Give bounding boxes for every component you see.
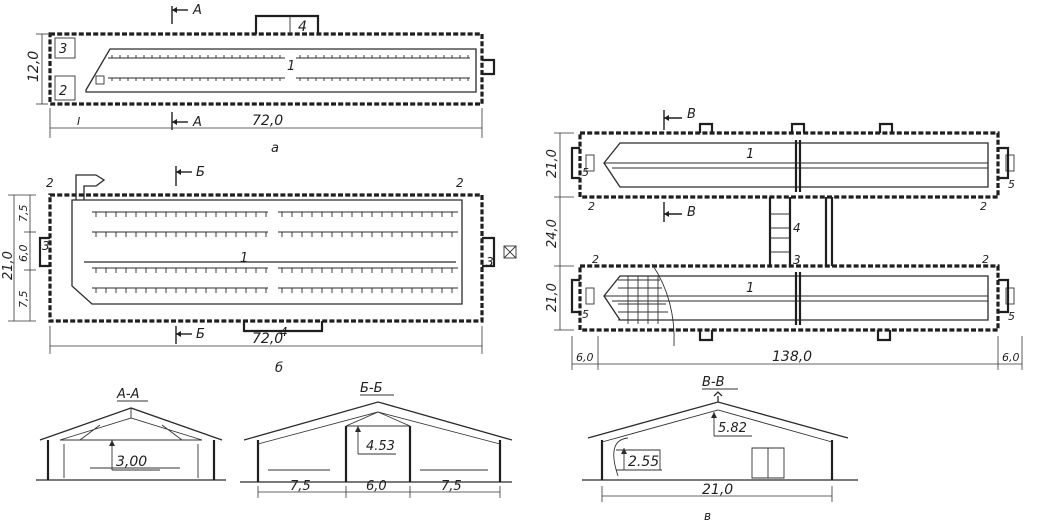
plan-v-dim-bottom: 21,0 [545, 283, 560, 312]
plan-a-feeder-rows [108, 55, 470, 81]
section-vv-span: 21,0 [702, 482, 733, 498]
plan-b-label-4: 4 [280, 325, 288, 339]
section-vv-height-inner: 2.55 [628, 454, 659, 470]
plan-b-mark-bottom: Б [196, 327, 205, 342]
plan-a-room-2 [54, 75, 76, 101]
plan-a-caption: а [271, 141, 279, 156]
plan-v-length-dim: 138,0 [772, 349, 812, 365]
plan-a-length-dim: 72,0 [252, 113, 283, 129]
section-bb-title: Б-Б [360, 381, 383, 396]
plan-v-label-2d: 2 [982, 253, 989, 266]
section-aa-height: 3,00 [116, 454, 147, 470]
plan-a-section-marks [171, 6, 188, 130]
plan-a-label-2: 2 [59, 84, 67, 99]
plan-v-label-2b: 2 [980, 200, 987, 213]
plan-b-section-marks [175, 166, 192, 344]
section-aa-title: А-А [116, 387, 139, 402]
plan-b-right-box [503, 245, 517, 259]
section-bb-walls [256, 440, 502, 482]
plan-v-top-building [578, 131, 1000, 199]
section-bb-span-1: 7,5 [290, 479, 311, 494]
section-bb-columns [344, 426, 412, 482]
plan-a-label-1: 1 [287, 59, 295, 74]
plan-b-length-dim: 72,0 [252, 331, 283, 347]
section-bb-height: 4.53 [366, 439, 395, 454]
plan-v-dim-gap: 24,0 [545, 219, 560, 248]
section-aa: А-А 3,00 [36, 387, 226, 481]
plan-b-label-3-left: 3 [42, 239, 50, 253]
plan-b: Б Б 2 2 3 3 1 4 21,0 7,5 6,0 7,5 72,0 б [1, 165, 517, 376]
section-bb-span-3: 7,5 [441, 479, 462, 494]
plan-v: В В 1 1 2 2 2 2 5 5 5 5 4 3 21,0 24,0 21… [545, 107, 1023, 370]
plan-b-mark-top: Б [196, 165, 205, 180]
plan-v-label-4: 4 [793, 221, 801, 235]
plan-v-label-3: 3 [793, 253, 801, 267]
plan-v-label-5a: 5 [582, 166, 589, 179]
plan-v-dim-top: 21,0 [545, 149, 560, 178]
plan-v-label-1-bottom: 1 [746, 281, 754, 296]
plan-a-right-stub [482, 58, 496, 76]
plan-a: А А 4 1 3 2 I 12,0 72,0 а [26, 3, 496, 156]
plan-v-end-dim-left: 6,0 [576, 351, 594, 364]
section-vv-caption: в [704, 509, 711, 523]
plan-a-conveyor-loop [85, 48, 477, 93]
plan-v-label-2a: 2 [588, 200, 595, 213]
plan-b-conveyor-loop [71, 199, 463, 305]
plan-v-section-marks [663, 110, 682, 222]
plan-v-label-1-top: 1 [746, 147, 754, 162]
plan-b-caption: б [275, 361, 283, 376]
plan-a-mark-bottom: А [192, 115, 202, 130]
plan-b-entrance [242, 321, 324, 333]
plan-a-room-3 [54, 37, 76, 59]
plan-b-width-bottom: 7,5 [17, 291, 30, 309]
plan-b-label-1: 1 [240, 251, 248, 266]
section-bb-roof [243, 401, 513, 441]
plan-v-gallery [768, 197, 834, 266]
plan-a-width-dim: 12,0 [26, 51, 42, 82]
section-bb-span-2: 6,0 [366, 479, 387, 494]
plan-b-label-2-right: 2 [456, 176, 464, 190]
section-vv-title: В-В [702, 375, 725, 390]
plan-b-outline [48, 193, 484, 323]
plan-a-box [95, 75, 105, 85]
section-vv-walls [600, 440, 834, 480]
plan-b-width-mid: 6,0 [17, 245, 30, 263]
plan-a-label-4: 4 [298, 19, 307, 35]
plan-v-label-5b: 5 [1008, 178, 1015, 191]
plan-v-end-dim-right: 6,0 [1002, 351, 1020, 364]
plan-a-label-tick: I [77, 115, 80, 128]
plan-a-outline [48, 32, 484, 106]
plan-a-label-3: 3 [59, 42, 67, 57]
plan-b-feeder-rows [92, 211, 458, 293]
plan-b-label-3-right: 3 [486, 255, 494, 269]
plan-v-label-5d: 5 [1008, 310, 1015, 323]
plan-b-width-top: 7,5 [17, 205, 30, 223]
plan-b-feed-pipe [75, 174, 106, 200]
plan-b-left-vestibule [38, 236, 50, 268]
plan-b-width-total: 21,0 [1, 251, 16, 280]
section-vv: В-В 2.55 5.82 21,0 в [582, 375, 858, 523]
plan-a-entrance [254, 14, 320, 34]
plan-v-label-5c: 5 [582, 308, 589, 321]
section-vv-vent [713, 391, 723, 402]
plan-b-label-2-left: 2 [46, 176, 54, 190]
plan-v-cage-grid [618, 263, 675, 347]
section-bb: Б-Б 4.53 7,5 6,0 7,5 [240, 381, 513, 498]
plan-v-mark-bottom: В [687, 205, 696, 220]
plan-v-label-2c: 2 [592, 253, 599, 266]
plan-a-mark-top: А [192, 3, 202, 18]
plan-b-right-vestibule [482, 236, 496, 268]
section-vv-height-ridge: 5.82 [718, 421, 747, 436]
plan-v-mark-top: В [687, 107, 696, 122]
section-aa-walls [46, 440, 216, 480]
